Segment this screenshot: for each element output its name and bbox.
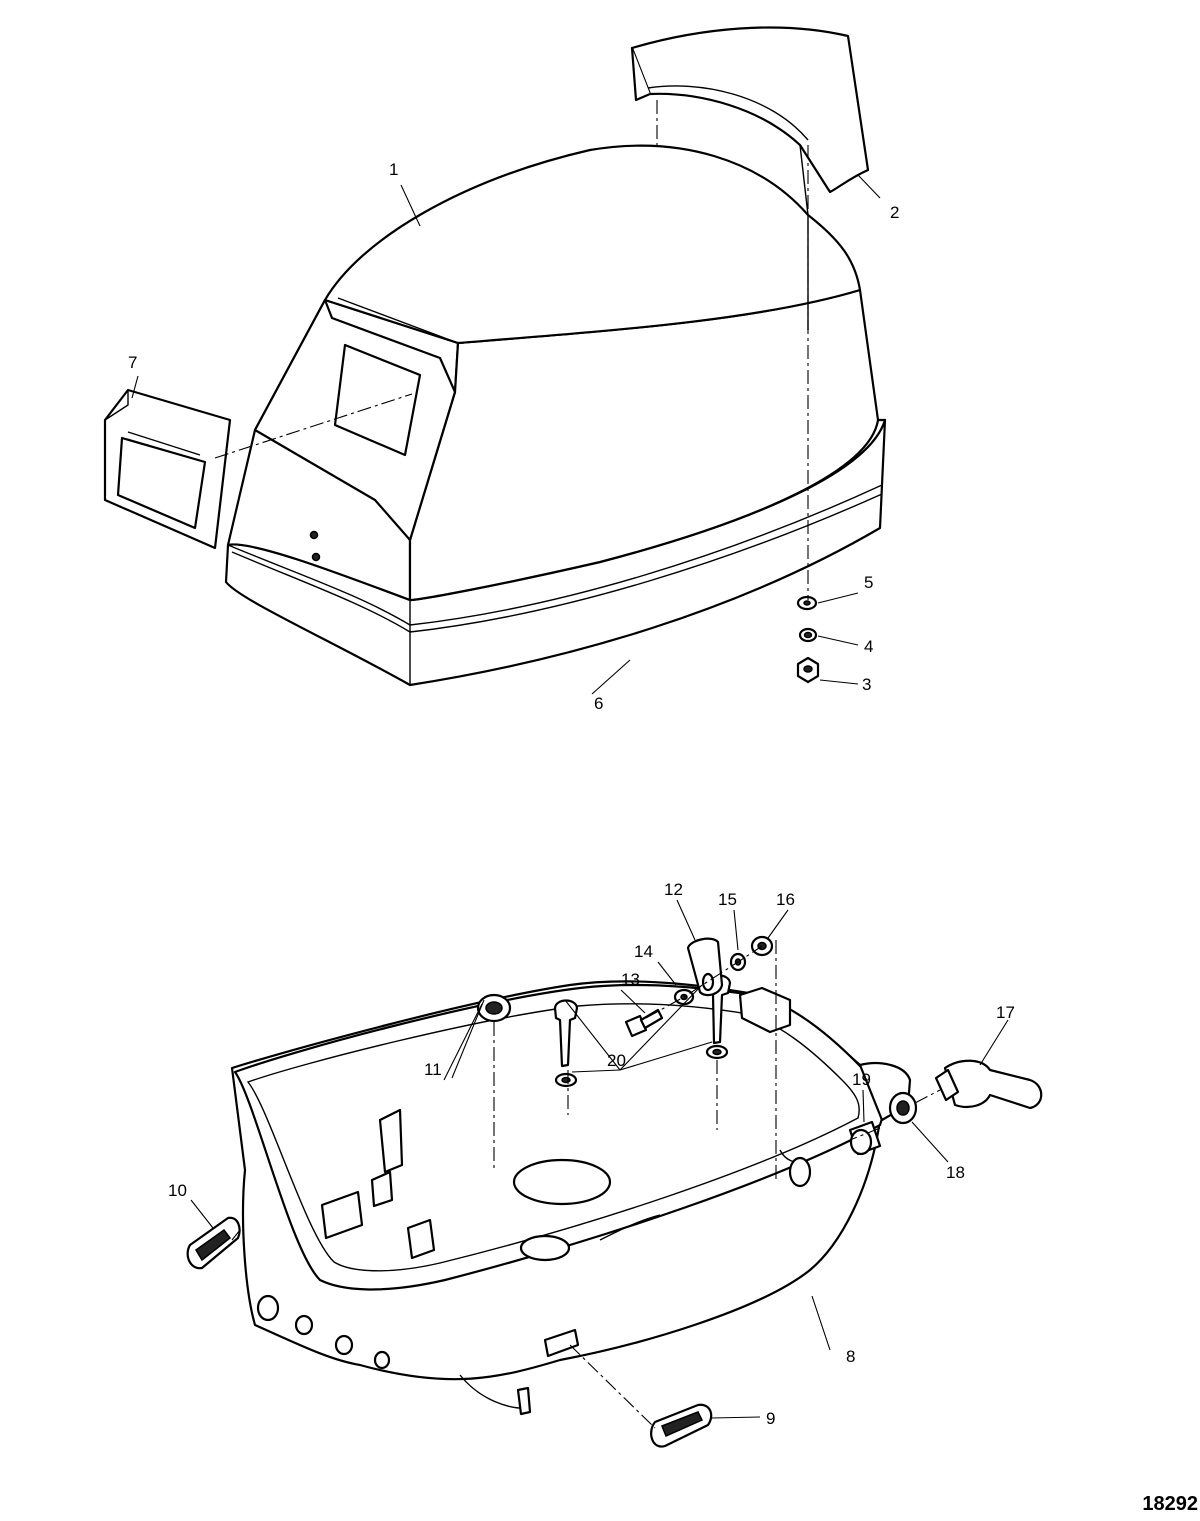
latch-plate [686, 937, 724, 997]
top-cowl [224, 144, 887, 687]
callout-3: 3 [862, 675, 871, 694]
screw [624, 1008, 664, 1038]
bottom-cowl-tray [230, 980, 912, 1416]
drain-plug-front [650, 1403, 713, 1448]
callout-17: 17 [996, 1003, 1015, 1022]
callout-6: 6 [594, 694, 603, 713]
callout-13: 13 [621, 970, 640, 989]
rear-cover-cap [630, 26, 870, 216]
tray-center-hole [512, 1158, 612, 1206]
fastener-stack [796, 595, 820, 684]
callout-12: 12 [664, 880, 683, 899]
intake-grille [103, 388, 232, 550]
latch-handle [934, 1059, 1043, 1110]
tray-grommet-seat [519, 1234, 571, 1262]
callout-19: 19 [852, 1070, 871, 1089]
drain-plug-left [186, 1216, 241, 1270]
callout-9: 9 [766, 1409, 775, 1428]
cowl-intake-opening [333, 343, 422, 457]
callout-14: 14 [634, 942, 653, 961]
cowl-hole [311, 552, 321, 562]
bushing [848, 1120, 882, 1156]
callout-10: 10 [168, 1181, 187, 1200]
callout-4: 4 [864, 637, 873, 656]
cowl-hole [309, 530, 319, 540]
callout-16: 16 [776, 890, 795, 909]
callout-20: 20 [607, 1051, 626, 1070]
callout-2: 2 [890, 203, 899, 222]
figure-number: 18292 [1142, 1493, 1198, 1515]
callout-7: 7 [128, 353, 137, 372]
callout-1: 1 [389, 160, 398, 179]
callout-18: 18 [946, 1163, 965, 1182]
callout-15: 15 [718, 890, 737, 909]
callout-8: 8 [846, 1347, 855, 1366]
callout-5: 5 [864, 573, 873, 592]
grommet [476, 993, 512, 1023]
callout-11: 11 [424, 1060, 442, 1079]
